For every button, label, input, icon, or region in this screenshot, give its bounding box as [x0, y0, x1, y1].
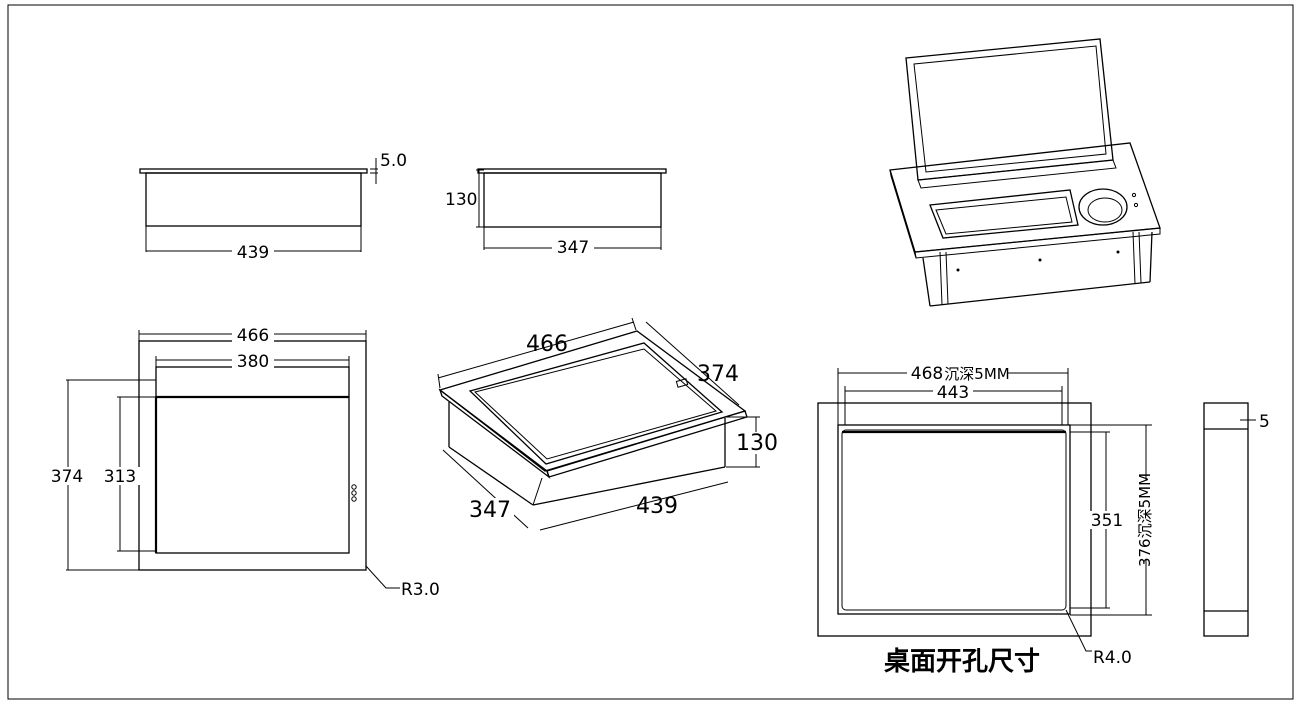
dimension-width: 439 [237, 243, 269, 263]
dimension-inner-width: 380 [237, 352, 269, 372]
dimension-thickness: 5.0 [380, 151, 407, 171]
iso-dimension-width: 439 [636, 494, 678, 519]
dimension-outer-width: 466 [237, 326, 269, 346]
profile-view: 5 [1203, 402, 1270, 637]
cutout-width-note: 沉深5MM [944, 365, 1009, 383]
dimension-height: 130 [445, 190, 477, 210]
iso-dimension-height: 130 [736, 431, 778, 456]
iso-dimension-top-width: 466 [526, 332, 568, 357]
side-view: 130 347 [445, 168, 667, 258]
cutout-view: 468 沉深5MM 443 376沉深5MM 351 R4.0 桌面开孔尺寸 [817, 364, 1155, 677]
iso-dimension-top-depth: 374 [697, 362, 739, 387]
profile-dimension-thickness: 5 [1259, 412, 1270, 432]
cutout-dimension-inner-depth: 351 [1091, 511, 1123, 531]
isometric-view: 466 374 130 347 439 [437, 317, 779, 531]
dimension-outer-height: 374 [51, 467, 83, 487]
cutout-dimension-inner-width: 443 [937, 383, 969, 403]
top-view: 466 380 374 313 R3.0 [46, 326, 440, 600]
dimension-depth: 347 [557, 238, 589, 258]
front-view: 5.0 439 [139, 151, 407, 263]
dimension-inner-height: 313 [104, 467, 136, 487]
cutout-dimension-depth: 376沉深5MM [1136, 473, 1154, 567]
cutout-corner-radius-label: R4.0 [1093, 648, 1132, 668]
sheet-border [7, 4, 1294, 700]
cutout-caption: 桌面开孔尺寸 [884, 647, 1040, 677]
perspective-view [889, 38, 1161, 307]
cutout-dimension-width: 468 [911, 364, 943, 384]
iso-dimension-depth: 347 [469, 498, 511, 523]
corner-radius-label: R3.0 [401, 580, 440, 600]
